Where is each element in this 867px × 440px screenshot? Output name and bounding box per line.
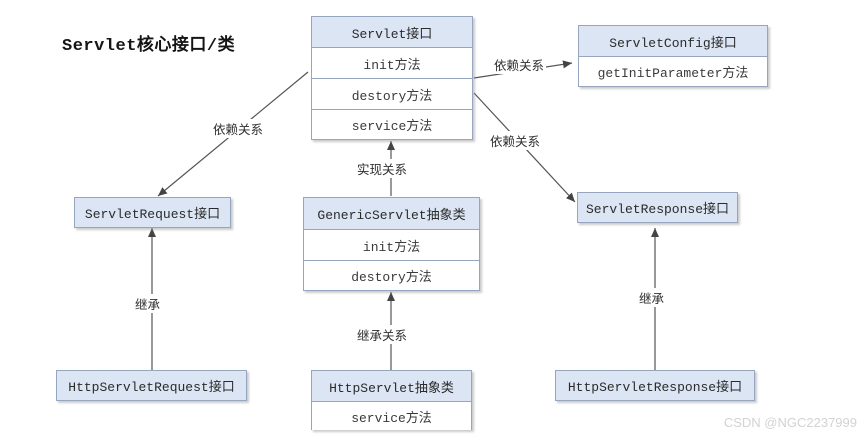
node-http-servlet-request[interactable]: HttpServletRequest接口 bbox=[56, 370, 247, 401]
node-generic-servlet-title: GenericServlet抽象类 bbox=[304, 198, 479, 230]
edge-label-http-servlet-to-generic-servlet: 继承关系 bbox=[355, 325, 410, 344]
node-generic-servlet[interactable]: GenericServlet抽象类 init方法 destory方法 bbox=[303, 197, 480, 291]
node-servlet-request[interactable]: ServletRequest接口 bbox=[74, 197, 231, 228]
node-servlet-config[interactable]: ServletConfig接口 getInitParameter方法 bbox=[578, 25, 768, 87]
node-http-servlet[interactable]: HttpServlet抽象类 service方法 bbox=[311, 370, 472, 430]
node-http-servlet-title: HttpServlet抽象类 bbox=[312, 371, 471, 402]
node-http-servlet-request-title: HttpServletRequest接口 bbox=[57, 371, 246, 400]
node-servlet[interactable]: Servlet接口 init方法 destory方法 service方法 bbox=[311, 16, 473, 140]
edge-label-servlet-to-servlet-config: 依赖关系 bbox=[492, 55, 547, 74]
node-servlet-response[interactable]: ServletResponse接口 bbox=[577, 192, 738, 223]
node-servlet-config-title: ServletConfig接口 bbox=[579, 26, 767, 57]
node-servlet-member-destory: destory方法 bbox=[312, 79, 472, 110]
node-servlet-response-title: ServletResponse接口 bbox=[578, 193, 737, 222]
node-generic-servlet-member-destory: destory方法 bbox=[304, 261, 479, 290]
node-servlet-member-init: init方法 bbox=[312, 48, 472, 79]
edge-label-servlet-to-servlet-request: 依赖关系 bbox=[211, 119, 266, 138]
node-servlet-title: Servlet接口 bbox=[312, 17, 472, 48]
edge-label-generic-servlet-to-servlet: 实现关系 bbox=[355, 159, 410, 178]
edge-label-servlet-to-servlet-response: 依赖关系 bbox=[488, 131, 543, 150]
node-generic-servlet-member-init: init方法 bbox=[304, 230, 479, 261]
diagram-title: Servlet核心接口/类 bbox=[62, 37, 236, 56]
edge-label-http-servlet-response-to-servlet-response: 继承 bbox=[637, 288, 667, 307]
node-http-servlet-member-service: service方法 bbox=[312, 402, 471, 430]
node-servlet-request-title: ServletRequest接口 bbox=[75, 198, 230, 227]
node-http-servlet-response-title: HttpServletResponse接口 bbox=[556, 371, 754, 400]
edge-label-http-servlet-request-to-servlet-request: 继承 bbox=[133, 294, 163, 313]
node-servlet-config-member-getinitparameter: getInitParameter方法 bbox=[579, 57, 767, 86]
watermark: CSDN @NGC2237999 bbox=[723, 415, 857, 430]
node-servlet-member-service: service方法 bbox=[312, 110, 472, 139]
node-http-servlet-response[interactable]: HttpServletResponse接口 bbox=[555, 370, 755, 401]
